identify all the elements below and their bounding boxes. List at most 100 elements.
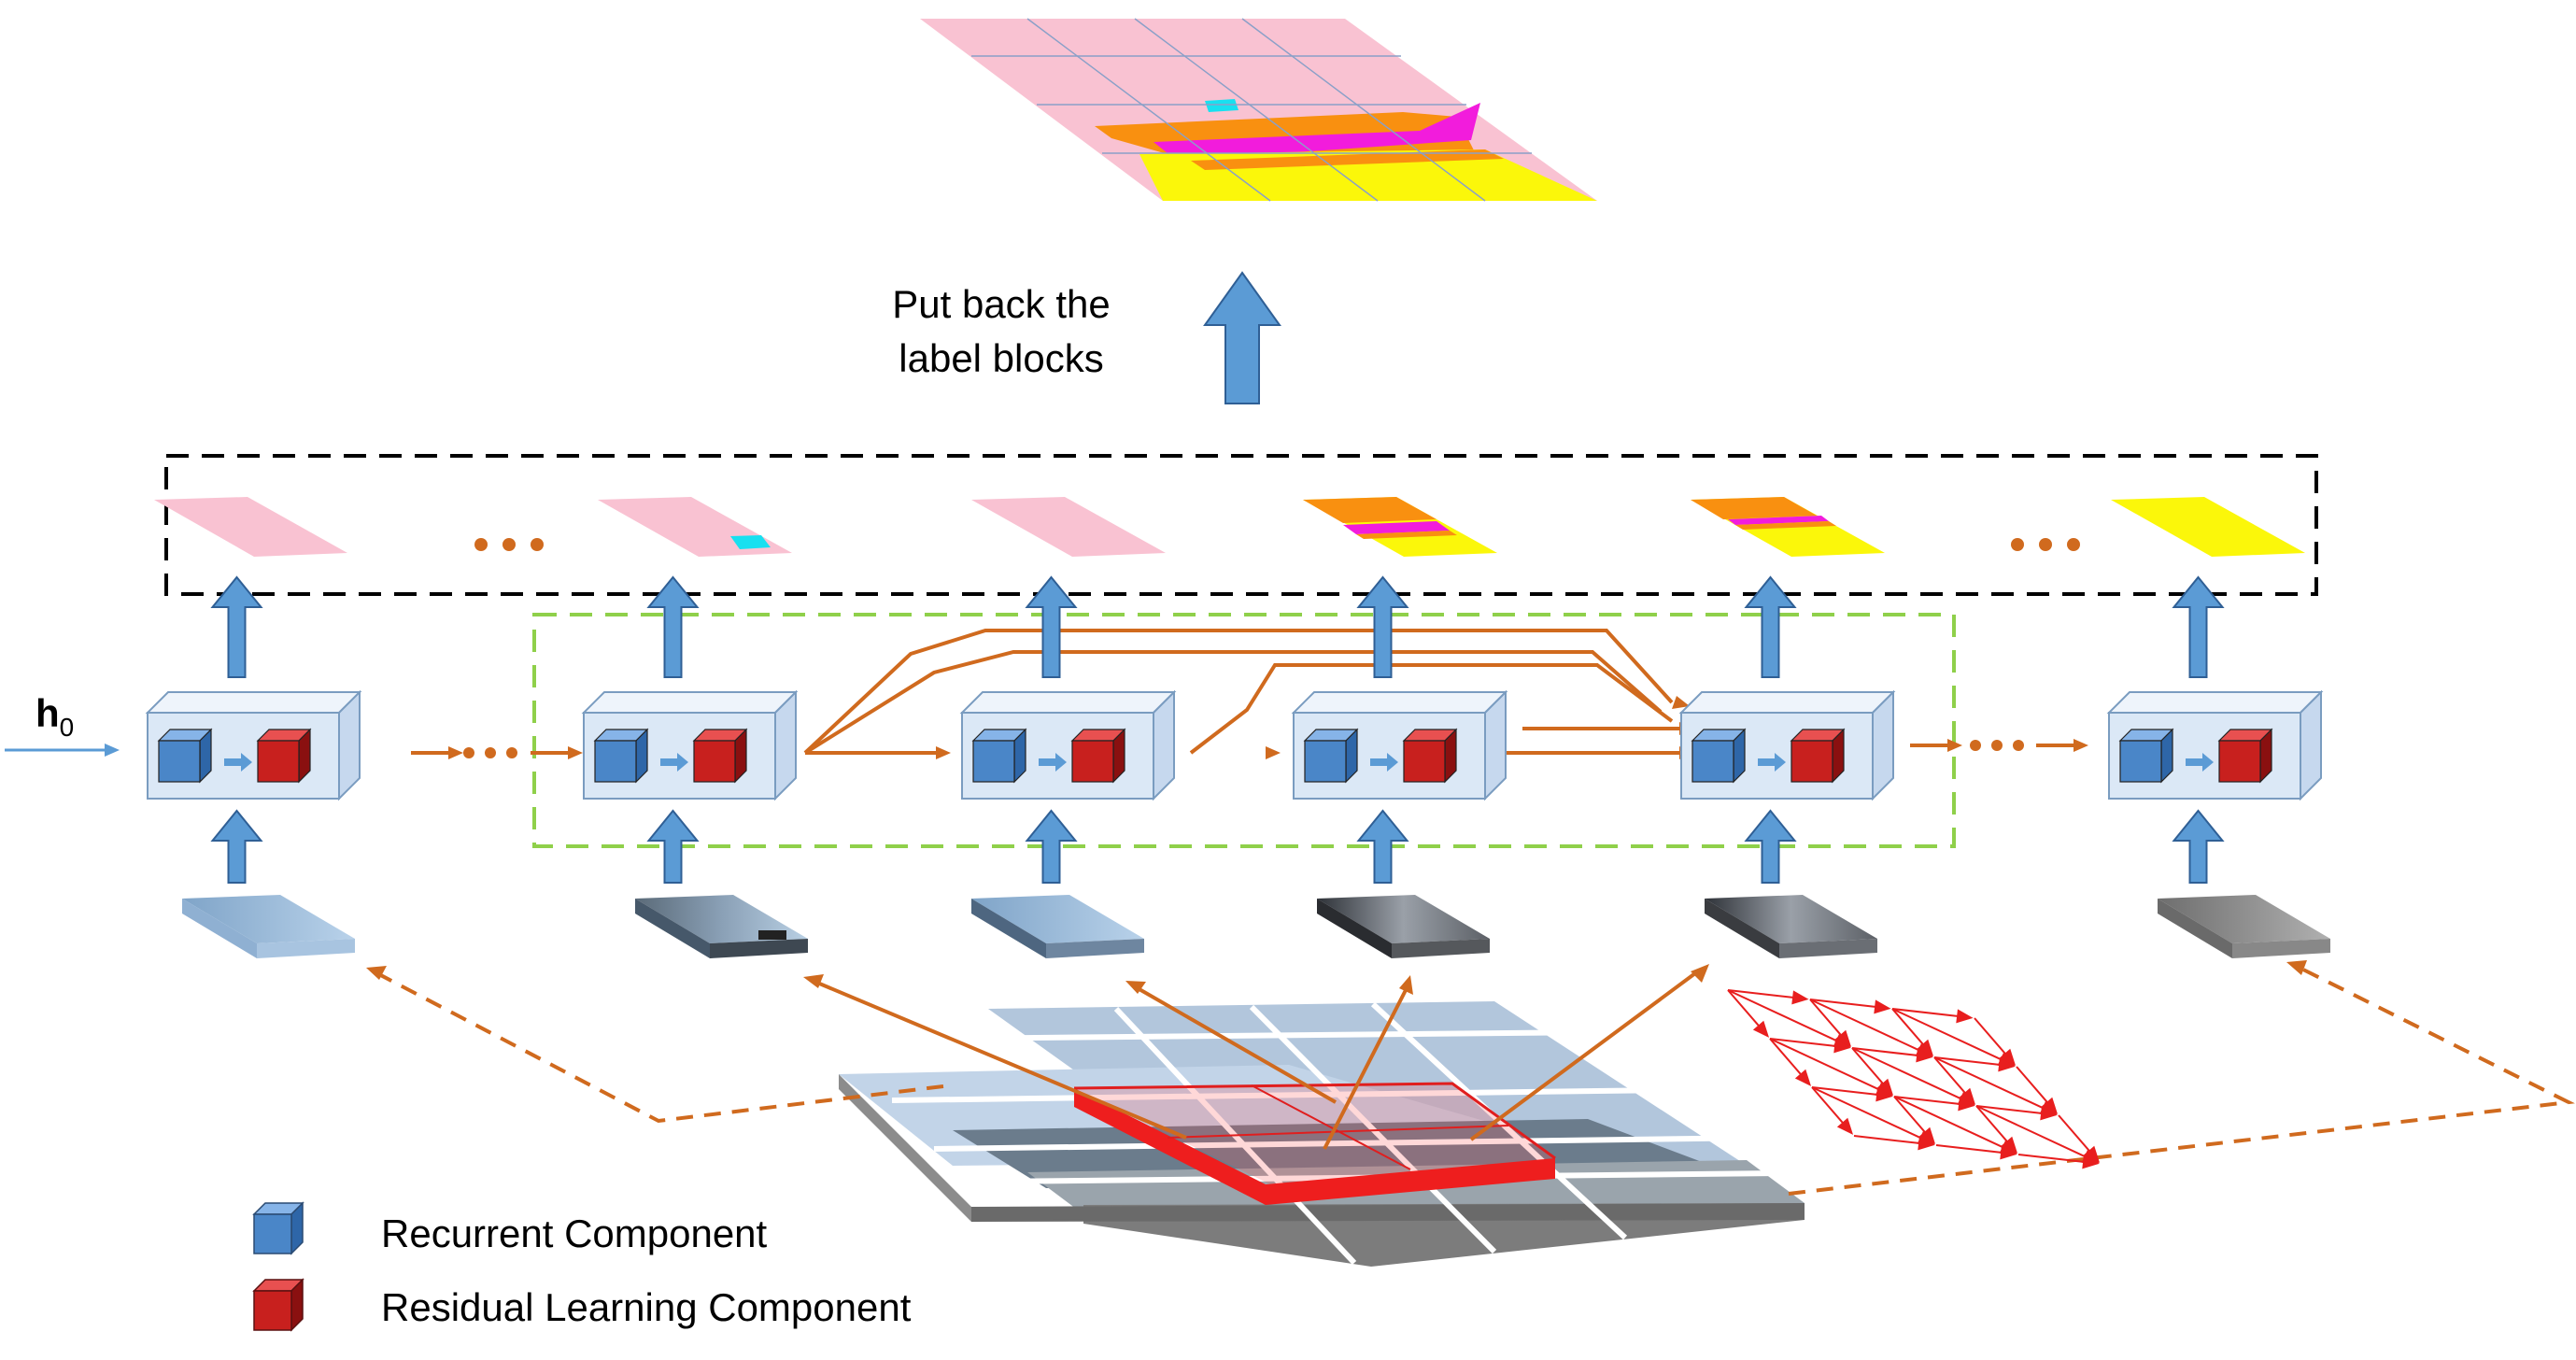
dep-edge-31 [1935, 1144, 2006, 1155]
dep-edge-28 [1975, 1105, 2089, 1159]
unit-1-residual-cube [256, 728, 312, 784]
dep-edge-29 [2058, 1114, 2093, 1155]
ordering-dashed-arrowheads [366, 960, 2307, 980]
label-map-full [920, 18, 1597, 202]
dep-edge-0-head [1791, 990, 1809, 1005]
dep-edge-26 [1975, 1105, 2046, 1115]
unit-1-recurrent-cube [157, 728, 213, 784]
skip-connection-frame [532, 613, 1956, 848]
unit-6-label-arrow [2172, 575, 2225, 678]
unit-5-residual-cube [1790, 728, 1846, 784]
dep-edge-31-head [2000, 1145, 2017, 1160]
legend: Recurrent Component Residual Learning Co… [252, 1201, 912, 1332]
dep-edge-26-head [2040, 1106, 2058, 1121]
dependency-graph [1727, 989, 2101, 1169]
label-block-3 [971, 497, 1166, 557]
dep-edge-30 [1853, 1135, 1924, 1145]
dep-edge-6 [1891, 1008, 1962, 1018]
dep-edge-23 [1893, 1096, 1964, 1106]
dep-edge-17-head [1959, 1087, 1976, 1105]
unit-4-internal-arrow [1370, 753, 1398, 772]
unit-6-internal-arrow [2186, 753, 2214, 772]
unit-6-input-arrow [2172, 809, 2225, 884]
legend-recurrent-icon [252, 1201, 304, 1255]
dep-edge-12 [1769, 1038, 1883, 1092]
dep-edge-1-head [1752, 1020, 1770, 1038]
unit-2-internal-arrow [660, 753, 688, 772]
input-patch-4 [1317, 895, 1490, 958]
dep-edge-6-head [1956, 1009, 1974, 1024]
dep-edge-10 [1769, 1038, 1840, 1048]
dep-edge-3-head [1874, 999, 1891, 1014]
input-patch-5 [1705, 895, 1877, 958]
dep-edge-19 [2016, 1066, 2051, 1107]
input-patch-6 [2158, 895, 2330, 958]
dep-edge-25 [1893, 1096, 2007, 1150]
label-block-1 [154, 497, 347, 557]
dep-edge-13 [1851, 1047, 1922, 1057]
unit-6-residual-cube [2217, 728, 2273, 784]
dep-edge-30-head [1918, 1136, 1935, 1151]
flow-arrows [411, 629, 2074, 755]
caption-line-1: Put back the [892, 282, 1110, 326]
dep-edge-23-head [1958, 1097, 1975, 1112]
unit-1-input-arrow [210, 809, 263, 884]
dep-edge-32-head [2082, 1155, 2100, 1169]
unit-4-input-arrow [1356, 809, 1409, 884]
dep-edge-22 [1811, 1086, 1925, 1140]
dep-edge-14 [1851, 1047, 1887, 1088]
unit-6-recurrent-cube [2118, 728, 2174, 784]
dep-edge-27 [1975, 1105, 2011, 1146]
legend-recurrent-label: Recurrent Component [381, 1211, 768, 1255]
unit-4-box [1291, 689, 1508, 801]
dep-edge-19-head [2041, 1097, 2059, 1114]
unit-4-label-arrow [1356, 575, 1409, 678]
unit-2-recurrent-cube [593, 728, 649, 784]
input-patch-3 [971, 895, 1144, 958]
dep-edge-11-head [1794, 1069, 1812, 1086]
dep-edge-29-head [2083, 1145, 2101, 1163]
dep-edge-20 [1811, 1086, 1882, 1097]
dep-edge-1 [1727, 989, 1762, 1030]
dep-edge-2 [1727, 989, 1841, 1043]
label-block-2 [598, 497, 792, 557]
dep-edge-18 [1933, 1056, 2047, 1111]
dep-edge-20-head [1875, 1087, 1893, 1102]
dep-edge-14-head [1876, 1078, 1894, 1096]
dep-edge-27-head [2001, 1136, 2018, 1154]
label-block-4 [1303, 497, 1497, 557]
unit-5-label-arrow [1744, 575, 1797, 678]
unit-5-input-arrow [1744, 809, 1797, 884]
label-ellipsis-right [2011, 538, 2080, 551]
dep-edge-21-head [1836, 1117, 1854, 1135]
recurrent-units [145, 575, 2324, 884]
unit-3-box [959, 689, 1177, 801]
dep-edge-17 [1933, 1056, 1969, 1098]
input-patch-2 [635, 895, 808, 958]
dep-edge-11 [1769, 1038, 1805, 1079]
initial-state-symbol: h [35, 691, 60, 735]
unit-2-label-arrow [646, 575, 700, 678]
legend-residual-label: Residual Learning Component [381, 1285, 912, 1329]
label-block-5 [1691, 497, 1885, 557]
unit-6-box [2106, 689, 2324, 801]
caption-line-2: label blocks [899, 336, 1103, 380]
initial-state-label: h0 [35, 691, 74, 742]
dep-edge-32 [2017, 1154, 2088, 1164]
unit-3-input-arrow [1025, 809, 1078, 884]
legend-residual-icon [252, 1278, 304, 1332]
input-patch-1 [182, 895, 355, 958]
unit-4-recurrent-cube [1303, 728, 1359, 784]
unit-1-label-arrow [210, 575, 263, 678]
dep-edge-8 [1891, 1008, 2005, 1062]
dep-edge-15 [1851, 1047, 1965, 1101]
unit-1-internal-arrow [224, 753, 252, 772]
unit-3-internal-arrow [1039, 753, 1067, 772]
label-output-frame [164, 454, 2318, 596]
dep-edge-7-head [1917, 1039, 1934, 1056]
dep-edge-5 [1809, 999, 1923, 1053]
dep-edge-24-head [1918, 1126, 1936, 1144]
unit-5-box [1678, 689, 1896, 801]
dep-edge-10-head [1833, 1039, 1851, 1054]
